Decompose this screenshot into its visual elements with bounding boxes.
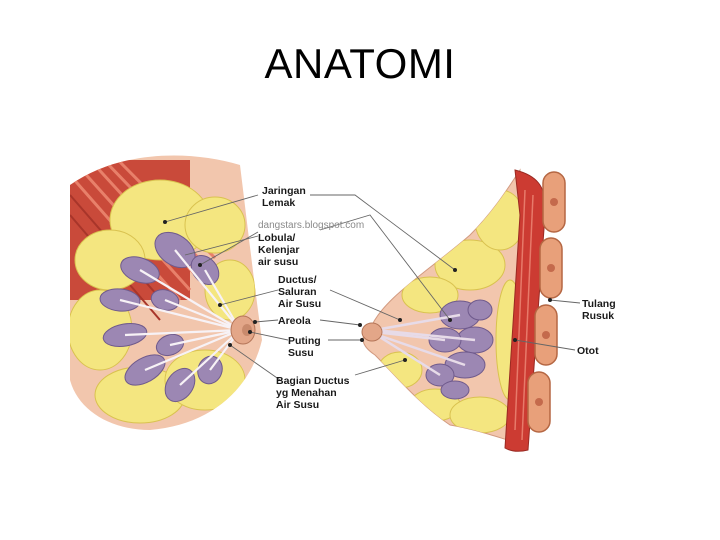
label-line: Ductus/ <box>278 274 321 286</box>
label-line: Jaringan <box>262 185 306 197</box>
label-bagian-ductus: Bagian Ductus yg Menahan Air Susu <box>276 375 350 411</box>
label-otot: Otot <box>577 345 599 357</box>
label-line: Tulang <box>582 298 616 310</box>
watermark-text: dangstars.blogspot.com <box>258 220 364 231</box>
label-line: Susu <box>288 347 321 359</box>
label-areola: Areola <box>278 315 311 327</box>
label-line: Lobula/ <box>258 232 299 244</box>
label-line: air susu <box>258 256 299 268</box>
front-nipple <box>242 324 252 336</box>
label-line: Lemak <box>262 197 306 209</box>
label-line: Air Susu <box>276 399 350 411</box>
side-nipple <box>362 323 382 341</box>
label-jaringan-lemak: Jaringan Lemak <box>262 185 306 209</box>
label-line: Kelenjar <box>258 244 299 256</box>
label-line: Areola <box>278 315 311 327</box>
label-line: Air Susu <box>278 298 321 310</box>
label-line: Rusuk <box>582 310 616 322</box>
side-view <box>362 170 565 451</box>
label-puting-susu: Puting Susu <box>288 335 321 359</box>
label-lobula: Lobula/ Kelenjar air susu <box>258 232 299 268</box>
label-line: Otot <box>577 345 599 357</box>
label-tulang-rusuk: Tulang Rusuk <box>582 298 616 322</box>
label-line: Bagian Ductus <box>276 375 350 387</box>
label-ductus: Ductus/ Saluran Air Susu <box>278 274 321 310</box>
front-view <box>60 155 262 430</box>
label-line: Puting <box>288 335 321 347</box>
label-line: Saluran <box>278 286 321 298</box>
label-line: yg Menahan <box>276 387 350 399</box>
